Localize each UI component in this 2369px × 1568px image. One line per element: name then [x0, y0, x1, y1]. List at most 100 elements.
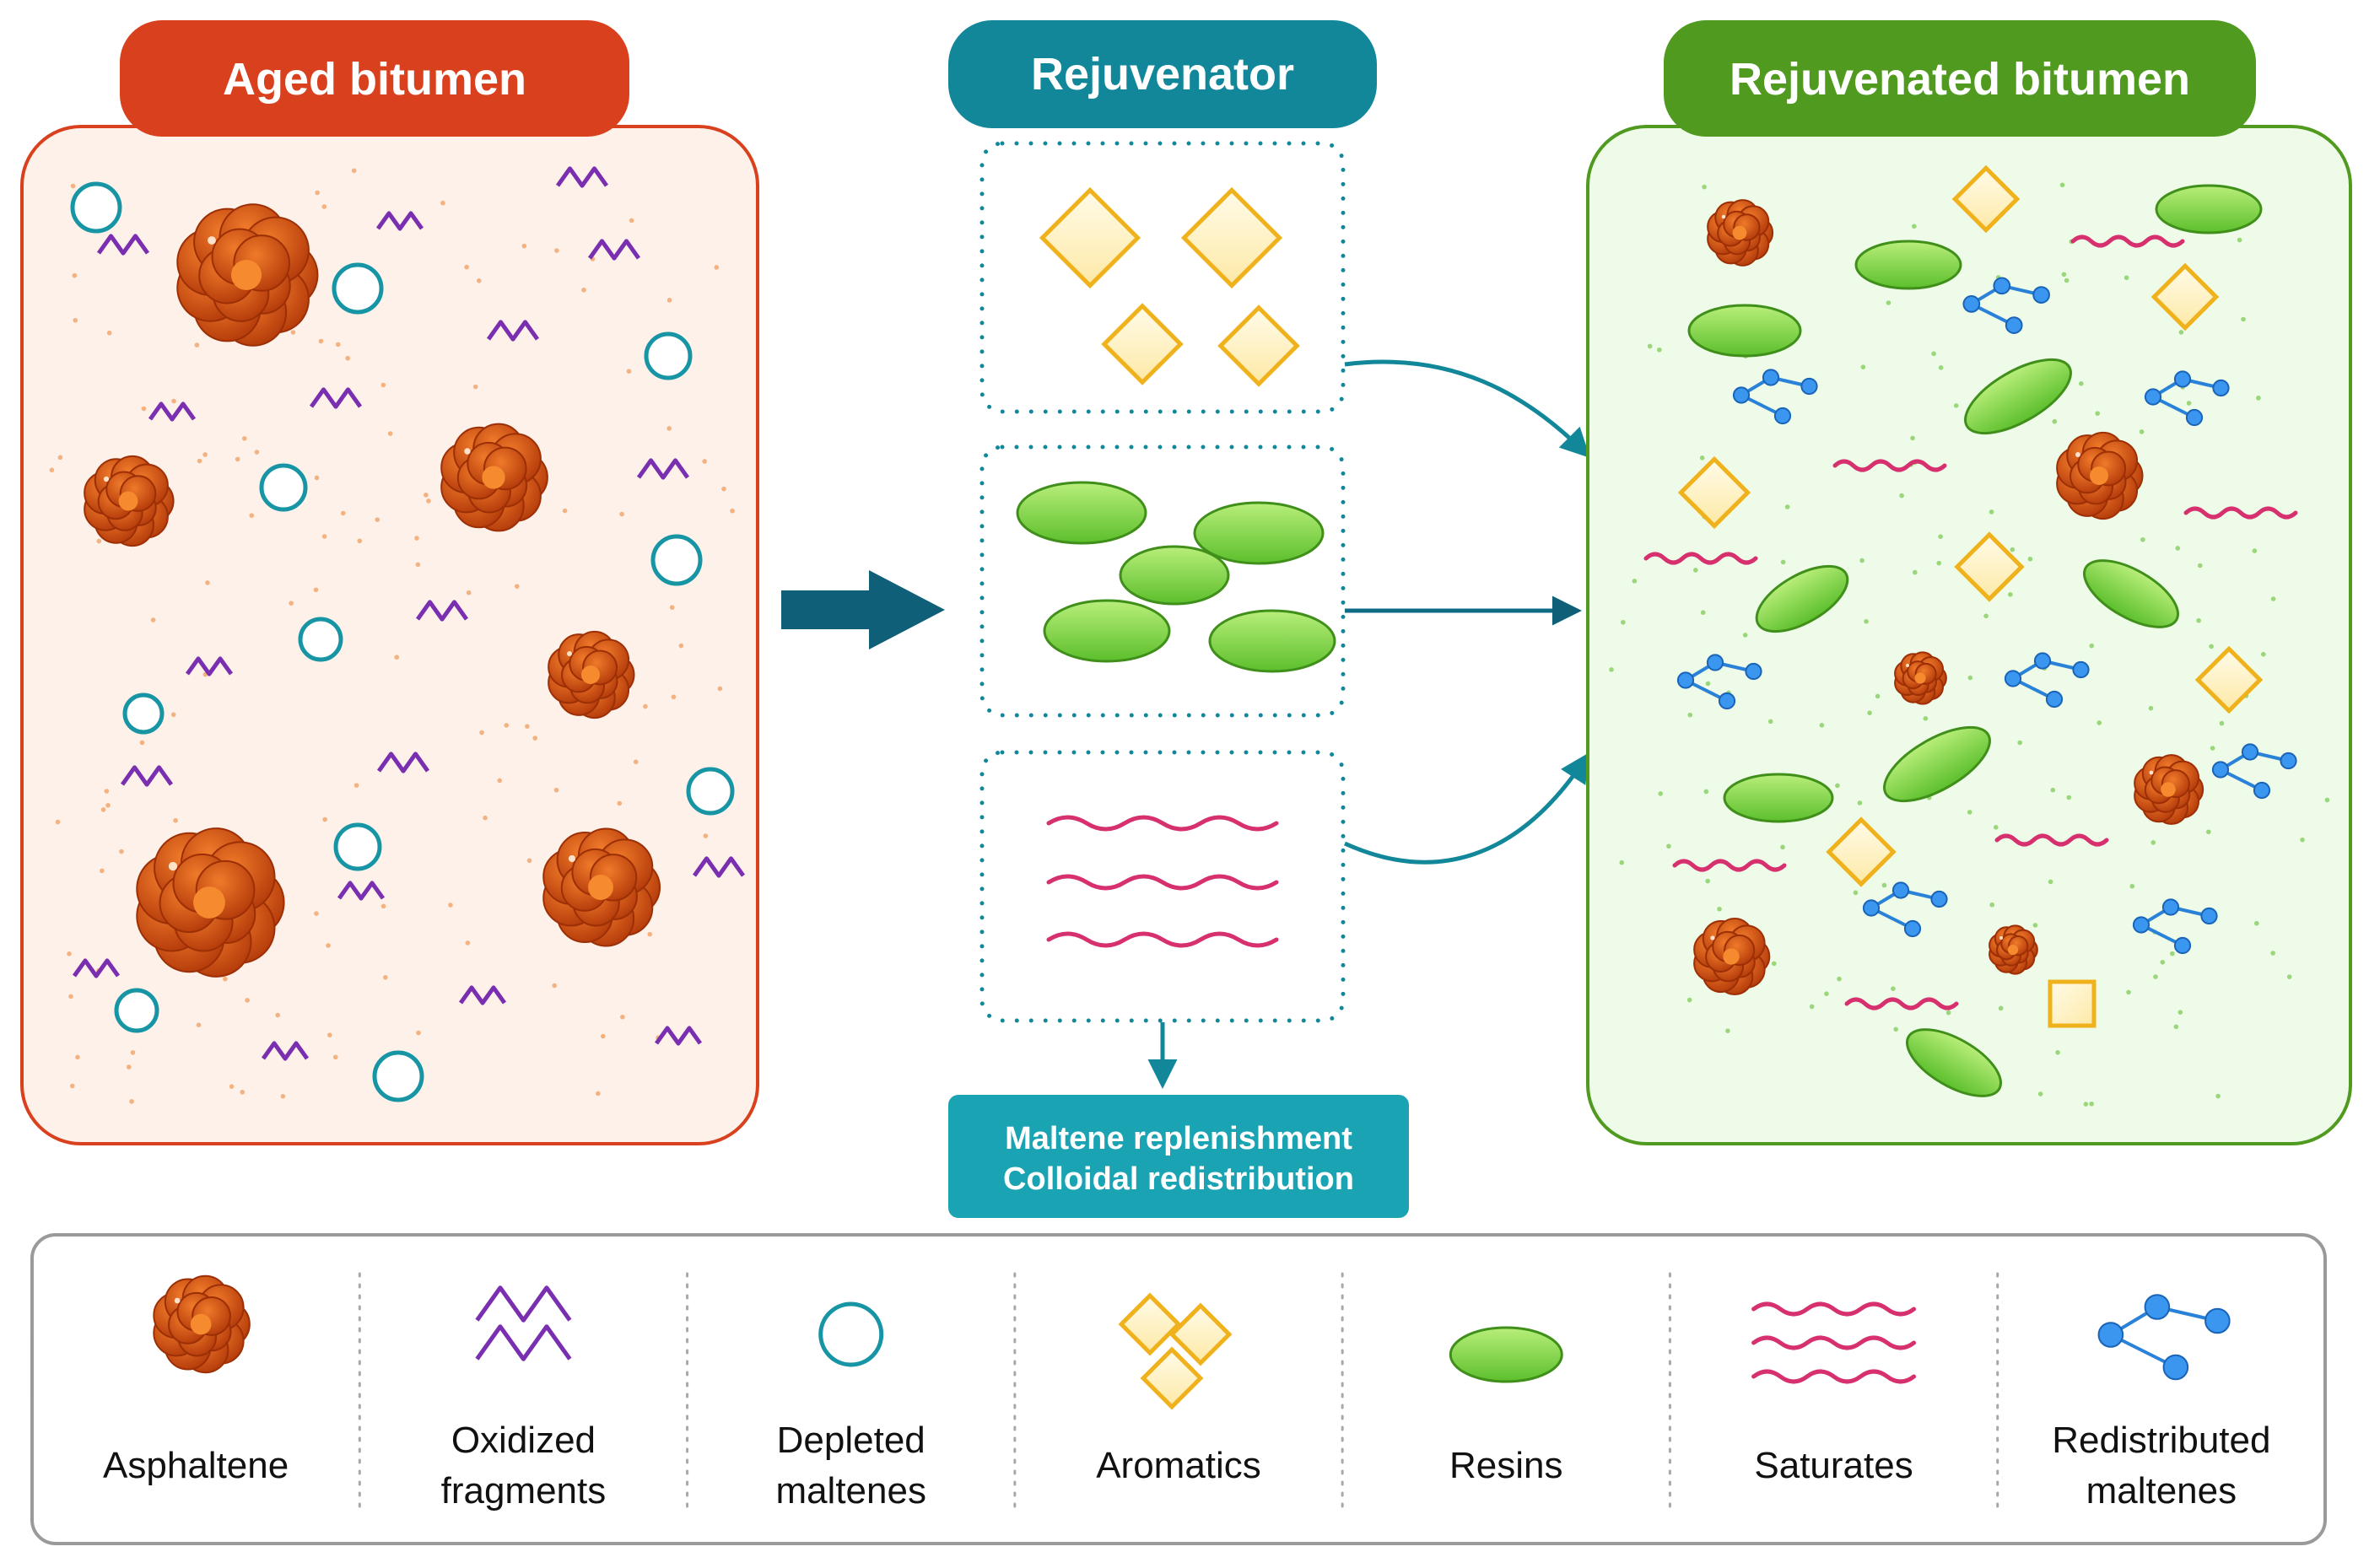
aromatic-icon [1168, 1302, 1233, 1366]
asphaltene-icon [1894, 651, 1947, 705]
resin-icon [1687, 304, 1802, 358]
legend-item-aromatics: Aromatics [1096, 1292, 1261, 1486]
redistributed-maltene-icon [1962, 277, 2050, 334]
saturate-icon [1672, 859, 1787, 872]
redistributed-maltene-icon [2132, 898, 2218, 955]
depleted-maltene-icon [333, 822, 382, 871]
redistributed-maltene-icon [1862, 881, 1948, 938]
rejuvenated-particles [1609, 164, 2330, 1107]
saturate-icon [2070, 234, 2185, 248]
saturate-icon [1832, 459, 1947, 472]
oxidized-fragment-icon [375, 211, 424, 231]
depleted-maltene-icon [70, 181, 122, 234]
legend-label: Aromatics [1096, 1445, 1261, 1486]
rejuvenated-bitumen-box [1586, 125, 2352, 1145]
aged-bitumen-panel: Aged bitumen [20, 20, 759, 1145]
resin-icon [1208, 609, 1336, 673]
resin-icon [1906, 1028, 2002, 1097]
asphaltene-icon [1707, 199, 1774, 267]
oxidized-fragment-icon [72, 958, 121, 978]
resins-cluster-box [979, 445, 1346, 718]
asphaltene-icon [1693, 918, 1771, 995]
aromatic-icon [1826, 816, 1897, 887]
aromatic-icon [2048, 979, 2096, 1028]
resin-icon [1723, 773, 1834, 823]
aged-particles [49, 166, 746, 1104]
resin-icon [1119, 545, 1230, 606]
redistributed-maltene-icon [2211, 743, 2297, 800]
legend-item-redistributed-maltenes: Redistributed maltenes [2052, 1294, 2270, 1511]
legend-item-asphaltene: Asphaltene [103, 1274, 289, 1486]
aromatic-icon [1039, 186, 1141, 289]
aromatics-cluster-box [979, 141, 1346, 414]
oxidized-fragment-icon [148, 401, 197, 422]
resin-icon [1854, 240, 1962, 290]
asphaltene-icon [548, 630, 635, 719]
saturate-icon [2183, 506, 2298, 520]
rejuvenated-bitumen-title-badge [1664, 20, 2256, 137]
legend-label: Resins [1449, 1445, 1563, 1486]
flow-arrow-bottom [1343, 752, 1589, 865]
legend-label: fragments [441, 1470, 607, 1511]
oxidized-fragment-icon [415, 600, 469, 622]
oxidized-fragment-icon [692, 856, 746, 878]
saturate-icon [1046, 931, 1279, 948]
legend-label: maltenes [2086, 1470, 2237, 1511]
depleted-maltene-icon [298, 617, 343, 662]
oxidized-fragment-icon [555, 166, 609, 188]
oxidized-fragment-icon [185, 656, 234, 676]
depleted-maltene-icon [259, 463, 308, 512]
oxidized-fragment-icon [486, 320, 540, 342]
saturate-icon [1751, 1301, 1917, 1317]
resin-icon [1193, 501, 1325, 565]
resin-icon [1449, 1326, 1563, 1383]
saturate-icon [1751, 1369, 1917, 1384]
aromatic-icon [1118, 1292, 1182, 1356]
depleted-maltene-icon [114, 988, 159, 1033]
legend-item-saturates: Saturates [1751, 1301, 1917, 1486]
aged-bitumen-title: Aged bitumen [223, 54, 526, 105]
redistributed-maltene-icon [2004, 652, 2090, 709]
redistributed-maltene-icon [2144, 370, 2230, 427]
asphaltene-icon [440, 423, 548, 532]
legend-label: Saturates [1754, 1445, 1913, 1486]
saturate-icon [1844, 997, 1959, 1010]
aromatic-icon [2194, 645, 2264, 714]
resin-icon [1016, 481, 1147, 545]
depleted-maltene-icon [644, 331, 693, 380]
aged-bitumen-title-badge [120, 20, 629, 137]
legend-label: Asphaltene [103, 1445, 289, 1486]
oxidized-fragment-icon [475, 1285, 572, 1323]
rejuvenator-title-badge [948, 20, 1377, 128]
process-line-1: Maltene replenishment [1005, 1121, 1352, 1156]
rejuvenator-title: Rejuvenator [1031, 49, 1294, 100]
rejuvenated-bitumen-panel: Rejuvenated bitumen [1586, 20, 2352, 1145]
saturates-cluster-box [979, 750, 1346, 1023]
oxidized-fragment-icon [587, 239, 641, 261]
depleted-maltene-icon [650, 534, 703, 586]
asphaltene-icon [2056, 431, 2144, 520]
asphaltene-icon [84, 455, 175, 547]
oxidized-fragment-icon [458, 985, 507, 1005]
oxidized-fragment-icon [120, 765, 174, 787]
saturate-icon [1751, 1335, 1917, 1350]
oxidized-fragment-icon [337, 881, 386, 901]
oxidized-fragment-icon [96, 234, 150, 256]
resin-icon [1883, 725, 1991, 803]
oxidized-fragment-icon [475, 1324, 572, 1361]
asphaltene-icon [1989, 924, 2038, 975]
legend-label: Depleted [777, 1420, 925, 1461]
rejuvenator-components [1016, 186, 1336, 948]
redistributed-maltene-icon [1676, 654, 1762, 710]
depleted-maltene-icon [332, 262, 384, 315]
aromatic-icon [1180, 186, 1283, 289]
legend: AsphalteneOxidizedfragmentsDepletedmalte… [30, 1233, 2327, 1545]
legend-item-resins: Resins [1449, 1326, 1563, 1486]
asphaltene-icon [176, 203, 319, 347]
legend-label: Redistributed [2052, 1420, 2270, 1461]
redistributed-maltene-icon [2097, 1294, 2231, 1381]
resin-icon [1964, 358, 2072, 435]
resin-icon [1043, 599, 1171, 663]
saturate-icon [1046, 874, 1279, 891]
